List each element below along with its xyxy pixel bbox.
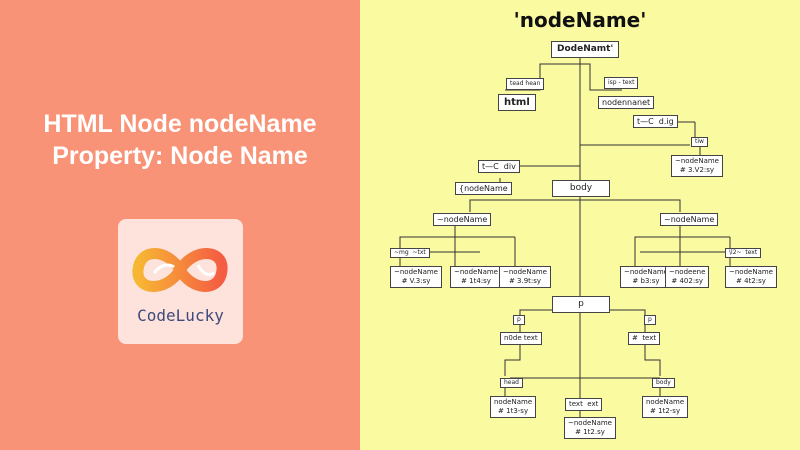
tiw-label: tiw [691, 137, 708, 147]
head-label: head [500, 378, 523, 388]
bottom-node-2: nodeName # 1t2-sy [642, 396, 689, 418]
infinity-icon [132, 248, 228, 292]
body-node: body [552, 180, 610, 197]
codelucky-logo-card: CodeLucky [118, 219, 243, 344]
cdiv-node: t—C div [478, 160, 520, 173]
cdig-node: t—C d.ig [633, 115, 678, 128]
body-label: body [652, 378, 675, 388]
bottom-node-1: nodeName # 1t3-sy [490, 396, 537, 418]
page-title: HTML Node nodeName Property: Node Name [43, 110, 317, 170]
bottom-node-3: ~nodeName # 1t2.sy [564, 417, 616, 439]
mg-txt-label: ~mg ~txt [390, 248, 430, 258]
nodename-right-node: ~nodeName # 3.V2:sy [671, 155, 723, 177]
leaf-node-1: ~nodeName # V.3:sy [390, 266, 442, 288]
tree-connectors [399, 56, 731, 420]
nodename-l2-node: ~nodeName [433, 213, 492, 226]
node-text-node: n0de text [500, 332, 542, 345]
hash-text-node: # text [628, 332, 661, 345]
html-node: html [498, 94, 536, 111]
nodennanet-node: nodennanet [598, 96, 655, 109]
leaf-node-2: ~nodeName # 1t4:sy [450, 266, 502, 288]
l2-text-label: \l2~ text [725, 248, 762, 258]
logo-wordmark: CodeLucky [137, 306, 224, 325]
title-panel: HTML Node nodeName Property: Node Name C… [0, 0, 360, 450]
dom-tree-diagram: 'nodeName' [360, 0, 800, 450]
p-left-label: p [513, 315, 525, 325]
root-node: DodeNamt' [551, 41, 620, 58]
head-tag-label: tead hean [506, 78, 545, 90]
leaf-node-4: ~nodeName # b3:sy [620, 266, 672, 288]
diagram-title: 'nodeName' [513, 8, 647, 32]
p-right-label: p [644, 315, 656, 325]
nodename-r2-node: ~nodeName [660, 213, 719, 226]
nodename-left-node: {nodeName [455, 182, 512, 195]
leaf-node-3: ~nodeName # 3.9t:sy [499, 266, 551, 288]
text-ext-node: text ext [565, 398, 603, 411]
leaf-node-6: ~nodeName # 4t2:sy [725, 266, 777, 288]
isp-text-label: isp - text [604, 77, 639, 89]
p-center-node: p [552, 296, 610, 313]
leaf-node-5: ~nodeene # 402:sy [665, 266, 710, 288]
